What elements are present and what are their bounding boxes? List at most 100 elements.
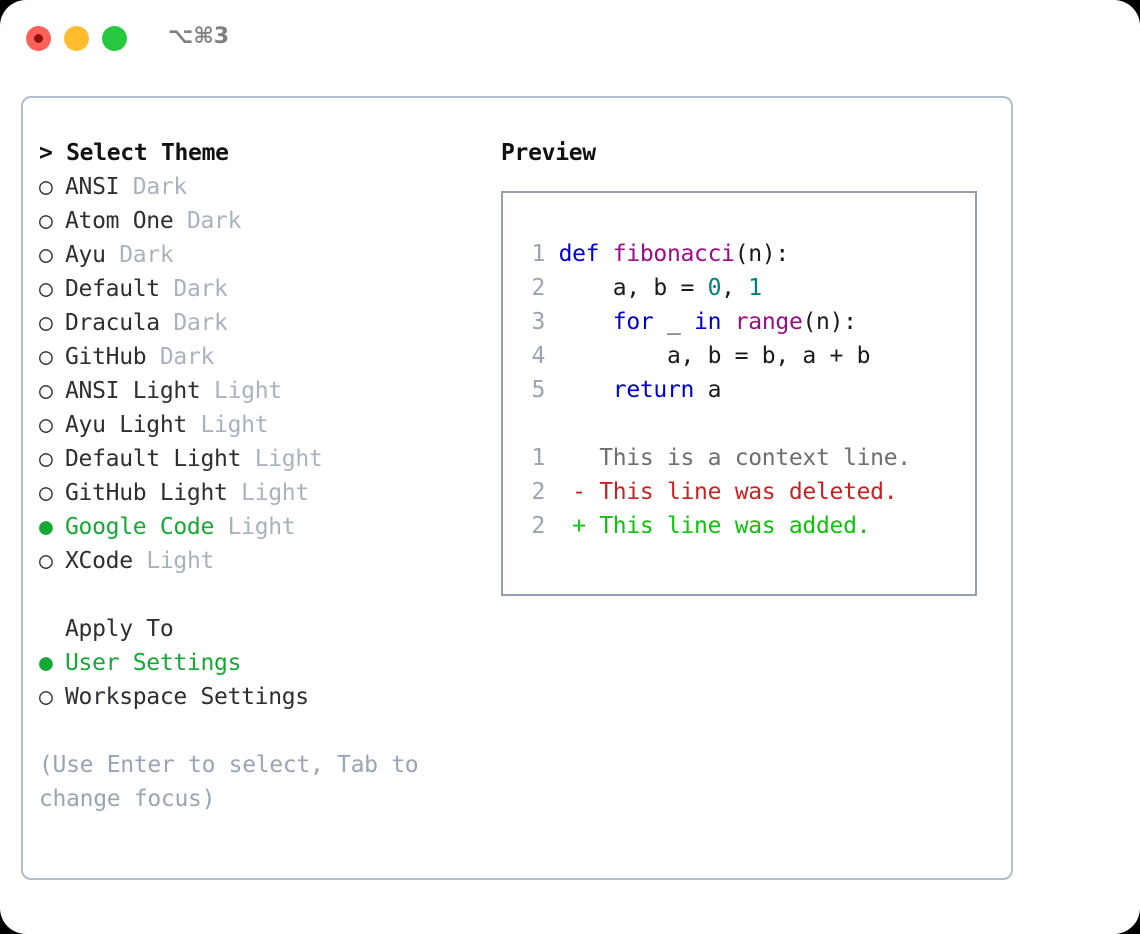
content-panel: > Select Theme ○ANSI Dark○Atom One Dark○… (21, 96, 1013, 880)
radio-unselected-icon: ○ (39, 378, 53, 404)
code-line: 2 a, b = 0, 1 (503, 271, 975, 305)
code-token: fibonacci (612, 241, 735, 267)
theme-item-sep (241, 446, 255, 472)
apply-to-item-workspace-settings[interactable]: ○ Workspace Settings (39, 680, 499, 714)
theme-item-github[interactable]: ○GitHub Dark (39, 340, 499, 374)
code-diff-spacer (503, 407, 975, 441)
theme-item-label: XCode (65, 548, 133, 574)
theme-item-ansi[interactable]: ○ANSI Dark (39, 170, 499, 204)
code-gutter-gap (545, 309, 559, 335)
diff-gutter-gap (545, 445, 572, 471)
code-line-number: 4 (531, 343, 545, 369)
apply-to-indent (39, 612, 65, 646)
preview-column: Preview 1 def fibonacci(n):2 a, b = 0, 1… (501, 136, 1001, 596)
apply-to-heading: Apply To (39, 612, 499, 646)
diff-line-add: 2 + This line was added. (503, 509, 975, 543)
code-gutter-gap (545, 377, 559, 403)
theme-item-variant-tag: Light (214, 378, 282, 404)
apply-to-item-user-settings[interactable]: ● User Settings (39, 646, 499, 680)
radio-unselected-icon: ○ (39, 446, 53, 472)
diff-line-number: 2 (531, 513, 545, 539)
code-token: for (612, 309, 654, 335)
theme-item-github-light[interactable]: ○GitHub Light Light (39, 476, 499, 510)
code-token: a (694, 377, 722, 403)
diff-text: This line was added. (585, 513, 871, 539)
theme-selector-column: > Select Theme ○ANSI Dark○Atom One Dark○… (39, 136, 499, 816)
theme-item-label: Default (65, 276, 160, 302)
theme-item-google-code[interactable]: ● Google Code Light (39, 510, 499, 544)
code-token: return (612, 377, 695, 403)
theme-item-atom-one[interactable]: ○Atom One Dark (39, 204, 499, 238)
radio-selected-icon: ● (39, 514, 53, 540)
diff-line-number: 2 (531, 479, 545, 505)
code-token: _ (653, 309, 695, 335)
theme-item-sep (187, 412, 201, 438)
radio-selected-icon: ● (39, 650, 53, 676)
apply-to-list: ● User Settings ○ Workspace Settings (39, 646, 499, 714)
radio-unselected-icon: ○ (39, 344, 53, 370)
code-token: range (734, 309, 803, 335)
select-theme-heading: > Select Theme (39, 136, 499, 170)
apply-to-item-label: User Settings (65, 650, 242, 676)
theme-item-default-light[interactable]: ○ Default Light Light (39, 442, 499, 476)
code-token (721, 309, 735, 335)
code-token: in (694, 309, 722, 335)
radio-unselected-icon: ○ (39, 548, 53, 574)
radio-unselected-icon: ○ (39, 276, 53, 302)
theme-item-ayu-light[interactable]: ○Ayu Light Light (39, 408, 499, 442)
code-token: (n): (734, 241, 790, 267)
theme-item-sep (160, 310, 174, 336)
theme-item-xcode[interactable]: ○ XCode Light (39, 544, 499, 578)
radio-unselected-icon: ○ (39, 242, 53, 268)
diff-gutter-gap (545, 513, 572, 539)
diff-line-del: 2 - This line was deleted. (503, 475, 975, 509)
diff-marker (572, 445, 586, 471)
diff-sample: 1 This is a context line.2 - This line w… (503, 441, 975, 543)
theme-item-label: GitHub Light (65, 480, 228, 506)
code-line-number: 1 (531, 241, 545, 267)
theme-item-label: ANSI (65, 174, 120, 200)
apply-to-item-label: Workspace Settings (65, 684, 309, 710)
theme-item-variant-tag: Dark (119, 242, 174, 268)
code-line: 3 for _ in range(n): (503, 305, 975, 339)
code-token (559, 377, 613, 403)
code-token: a, b = b, a + b (558, 343, 871, 369)
theme-item-label: Atom One (65, 208, 174, 234)
code-line: 4 a, b = b, a + b (503, 339, 975, 373)
theme-item-default[interactable]: ○ Default Dark (39, 272, 499, 306)
theme-item-sep (106, 242, 120, 268)
theme-item-label: Google Code (65, 514, 215, 540)
code-line: 1 def fibonacci(n): (503, 237, 975, 271)
theme-item-variant-tag: Dark (173, 310, 228, 336)
minimize-button[interactable] (64, 26, 89, 51)
code-line-number: 3 (531, 309, 545, 335)
diff-line-number: 1 (531, 445, 545, 471)
theme-item-label: GitHub (65, 344, 147, 370)
code-token: (n): (802, 309, 858, 335)
theme-item-variant-tag: Dark (173, 276, 228, 302)
theme-item-dracula[interactable]: ○Dracula Dark (39, 306, 499, 340)
code-token: def (558, 241, 613, 267)
apply-to-label: Apply To (65, 616, 174, 642)
radio-unselected-icon: ○ (39, 412, 53, 438)
code-token: , (721, 275, 749, 301)
code-line-number: 5 (531, 377, 545, 403)
theme-item-label: Default Light (65, 446, 242, 472)
theme-item-variant-tag: Light (254, 446, 323, 472)
theme-item-label: ANSI Light (65, 378, 201, 404)
theme-item-variant-tag: Light (146, 548, 215, 574)
theme-item-variant-tag: Light (241, 480, 309, 506)
close-button[interactable] (26, 26, 51, 51)
radio-unselected-icon: ○ (39, 684, 53, 710)
theme-item-ansi-light[interactable]: ○ ANSI Light Light (39, 374, 499, 408)
theme-item-label: Ayu (65, 242, 106, 268)
code-token: 1 (748, 275, 762, 301)
code-line-number: 2 (531, 275, 545, 301)
theme-list: ○ANSI Dark○Atom One Dark○Ayu Dark○Defaul… (39, 170, 499, 578)
zoom-button[interactable] (102, 26, 127, 51)
window-title: ⌥⌘3 (168, 24, 230, 49)
theme-item-ayu[interactable]: ○ Ayu Dark (39, 238, 499, 272)
theme-item-variant-tag: Light (227, 514, 296, 540)
